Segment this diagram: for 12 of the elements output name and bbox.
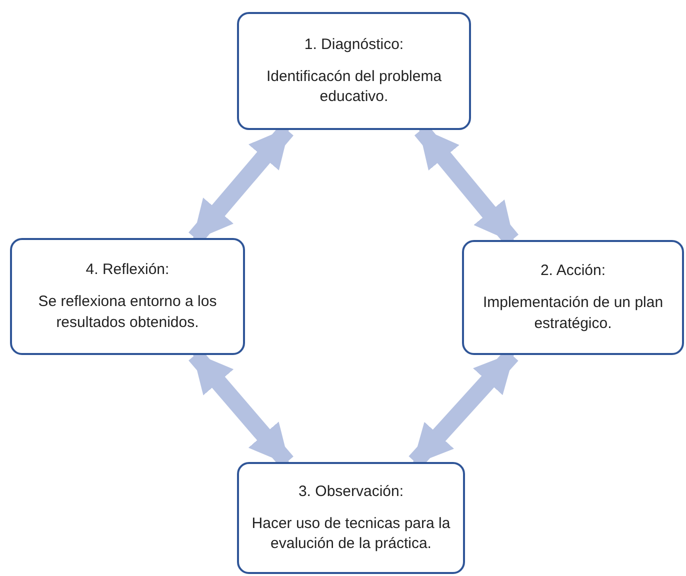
step-description: Identificacón del problema educativo. (265, 66, 443, 108)
step-title: 3. Observación: (298, 482, 404, 502)
step-description: Implementación de un plan estratégico. (482, 293, 664, 334)
step-box (10, 238, 245, 355)
step-box (237, 462, 465, 574)
step-box (462, 240, 684, 355)
step-title: 4. Reflexión: (86, 260, 170, 280)
step-description: Hacer uso de tecnicas para la evalución de la práctica. (250, 514, 452, 554)
step-title: 1. Diagnóstico: (304, 34, 404, 55)
step-description: Se reflexiona entorno a los resultados obtenidos. (37, 292, 218, 333)
step-box (237, 12, 471, 130)
step-title: 2. Acción: (540, 261, 606, 282)
